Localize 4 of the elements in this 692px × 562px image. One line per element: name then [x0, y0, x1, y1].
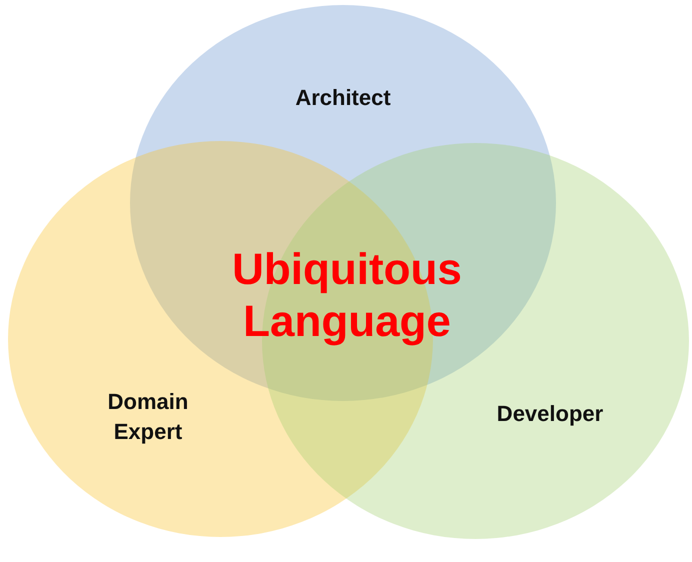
role-label: Developer: [496, 400, 604, 428]
role-label: Domain Expert: [108, 388, 188, 446]
role-label: Architect: [295, 84, 391, 112]
center-label: Ubiquitous Language: [232, 244, 462, 348]
